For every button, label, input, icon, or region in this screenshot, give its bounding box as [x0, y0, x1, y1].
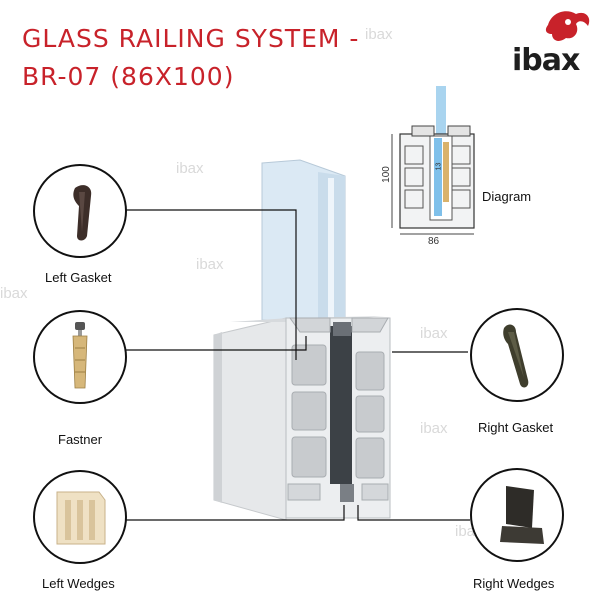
left-wedges-image: [33, 470, 127, 564]
title-line-1: GLASS RAILING SYSTEM -: [22, 24, 360, 53]
watermark-text: ibax: [0, 285, 28, 302]
right-gasket-image: [470, 308, 564, 402]
watermark-text: ibax: [420, 325, 448, 342]
left-gasket-label: Left Gasket: [45, 270, 112, 285]
right-wedges-image: [470, 468, 564, 562]
watermark-text: ibax: [176, 160, 204, 177]
width-dimension: 86: [428, 236, 440, 247]
watermark-text: ibax: [196, 256, 224, 273]
title-line-2: BR-07 (86X100): [22, 62, 235, 91]
left-wedges-label: Left Wedges: [42, 576, 115, 591]
diagram-label: Diagram: [482, 189, 532, 204]
watermark-text: ibax: [420, 420, 448, 437]
watermark-text: ibax: [365, 26, 393, 43]
fastner-label: Fastner: [58, 432, 103, 447]
height-dimension: 100: [380, 166, 392, 183]
right-wedges-label: Right Wedges: [473, 576, 555, 591]
section-diagram: [391, 86, 475, 235]
glass-dimension: 13: [435, 162, 443, 171]
left-gasket-image: [33, 164, 127, 258]
fastner-image: [33, 310, 127, 404]
right-gasket-label: Right Gasket: [478, 420, 554, 435]
brand-name: ibax: [512, 43, 580, 78]
